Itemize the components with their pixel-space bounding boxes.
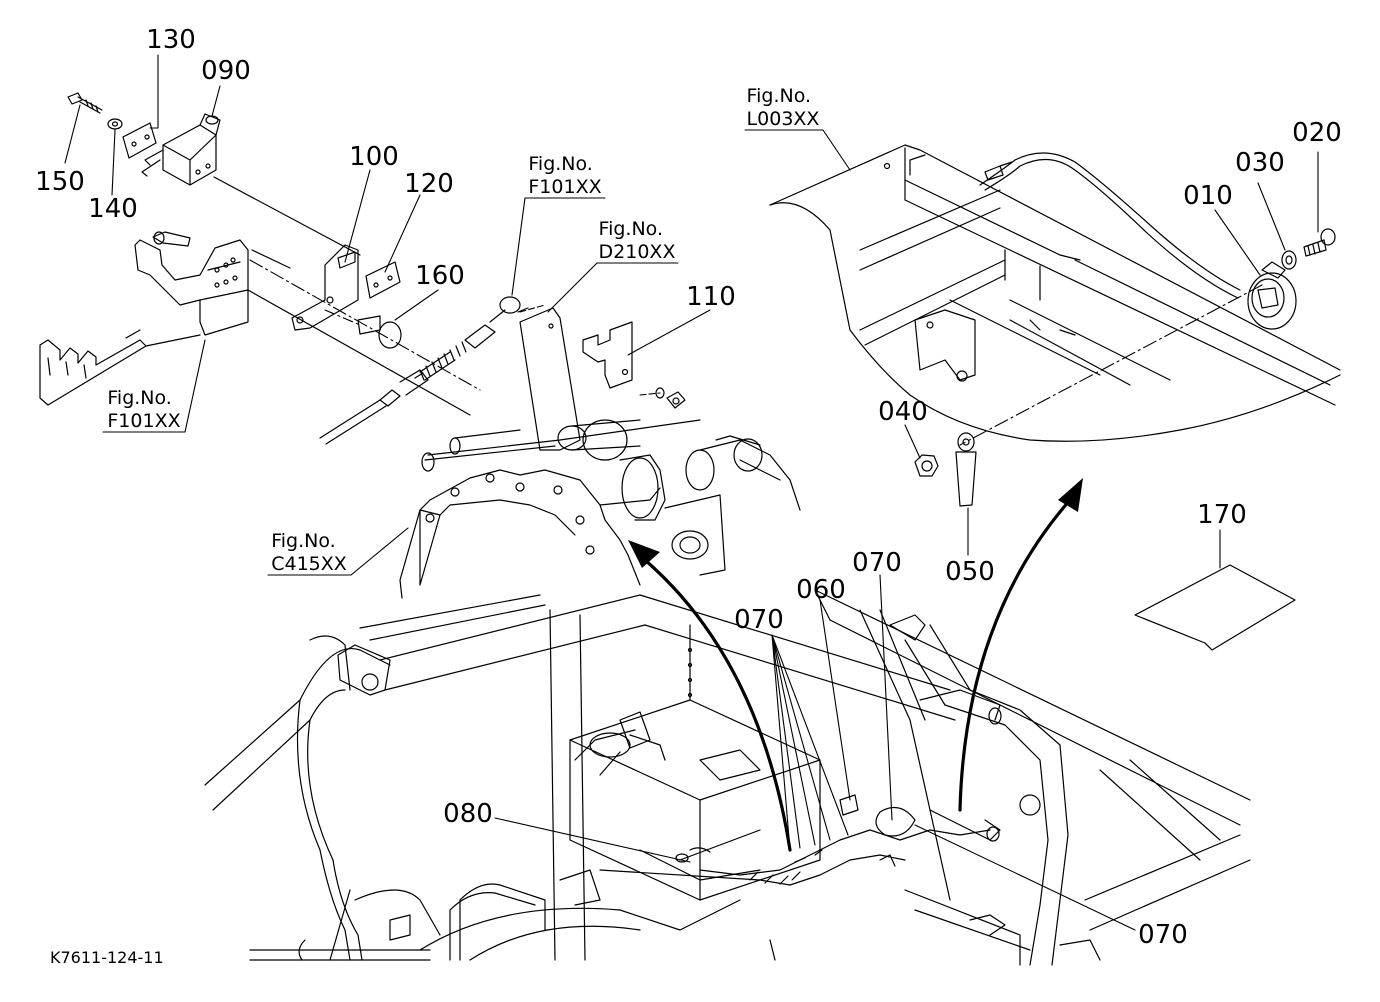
switch-assembly-drawing xyxy=(68,93,360,255)
figure-ref-d210-code: D210XX xyxy=(598,241,676,263)
figure-ref-c415-code: C415XX xyxy=(271,553,347,575)
screw-020-drawing xyxy=(1304,229,1335,256)
housing-c415-drawing xyxy=(400,420,800,598)
part-label-010: 010 xyxy=(1183,181,1233,211)
nut-040-drawing xyxy=(915,455,938,476)
washer-030-drawing xyxy=(1282,251,1296,269)
drawing-code: K7611-124-11 xyxy=(50,948,164,967)
cable-drawing xyxy=(320,297,528,444)
bracket-assembly-drawing xyxy=(40,232,470,415)
figure-ref-d210-line1: Fig.No. xyxy=(598,218,663,240)
figure-ref-f101-top-code: F101XX xyxy=(528,176,602,198)
part-label-070-bottom-right: 070 xyxy=(1138,920,1188,950)
part-label-070-upper-middle: 070 xyxy=(734,605,784,635)
label-170-drawing xyxy=(1135,565,1295,650)
part-label-110: 110 xyxy=(686,282,736,312)
figure-ref-f101-left-line1: Fig.No. xyxy=(107,387,172,409)
arrowhead-right xyxy=(1058,478,1083,512)
figure-ref-d210: Fig.No. D210XX xyxy=(599,218,676,264)
part-label-030: 030 xyxy=(1235,148,1285,178)
figure-ref-c415: Fig.No. C415XX xyxy=(271,530,347,576)
part-label-150: 150 xyxy=(35,167,85,197)
part-label-160: 160 xyxy=(415,261,465,291)
figure-ref-l003: Fig.No. L003XX xyxy=(747,85,820,131)
lower-frame-drawing xyxy=(205,590,1250,965)
part-label-140: 140 xyxy=(88,194,138,224)
frame-l003-drawing xyxy=(770,145,1340,441)
figure-ref-f101-left: Fig.No. F101XX xyxy=(107,387,180,433)
part-label-070-upper-right: 070 xyxy=(852,548,902,578)
figure-ref-l003-code: L003XX xyxy=(746,108,820,130)
bracket-110-drawing xyxy=(583,322,685,408)
part-label-170: 170 xyxy=(1197,500,1247,530)
part-label-080: 080 xyxy=(443,799,493,829)
figure-ref-f101-left-code: F101XX xyxy=(107,410,181,432)
part-label-020: 020 xyxy=(1292,118,1342,148)
figure-ref-f101-top-line1: Fig.No. xyxy=(528,153,593,175)
part-label-060: 060 xyxy=(796,575,846,605)
part-label-120: 120 xyxy=(404,169,454,199)
key-050-drawing xyxy=(956,433,976,506)
key-switch-010-drawing xyxy=(1248,262,1296,329)
part-label-090: 090 xyxy=(201,56,251,86)
leader-lines xyxy=(65,55,1318,930)
part-label-130: 130 xyxy=(146,25,196,55)
frame-d210-drawing xyxy=(520,308,580,450)
arrowhead-left xyxy=(628,540,660,568)
part-label-040: 040 xyxy=(878,397,928,427)
figure-ref-l003-line1: Fig.No. xyxy=(746,85,812,107)
part-label-100: 100 xyxy=(349,142,399,172)
part-label-050: 050 xyxy=(945,557,995,587)
figure-ref-f101-top: Fig.No. F101XX xyxy=(528,153,601,199)
figure-ref-c415-line1: Fig.No. xyxy=(271,530,336,552)
curved-arrows xyxy=(645,500,1070,850)
